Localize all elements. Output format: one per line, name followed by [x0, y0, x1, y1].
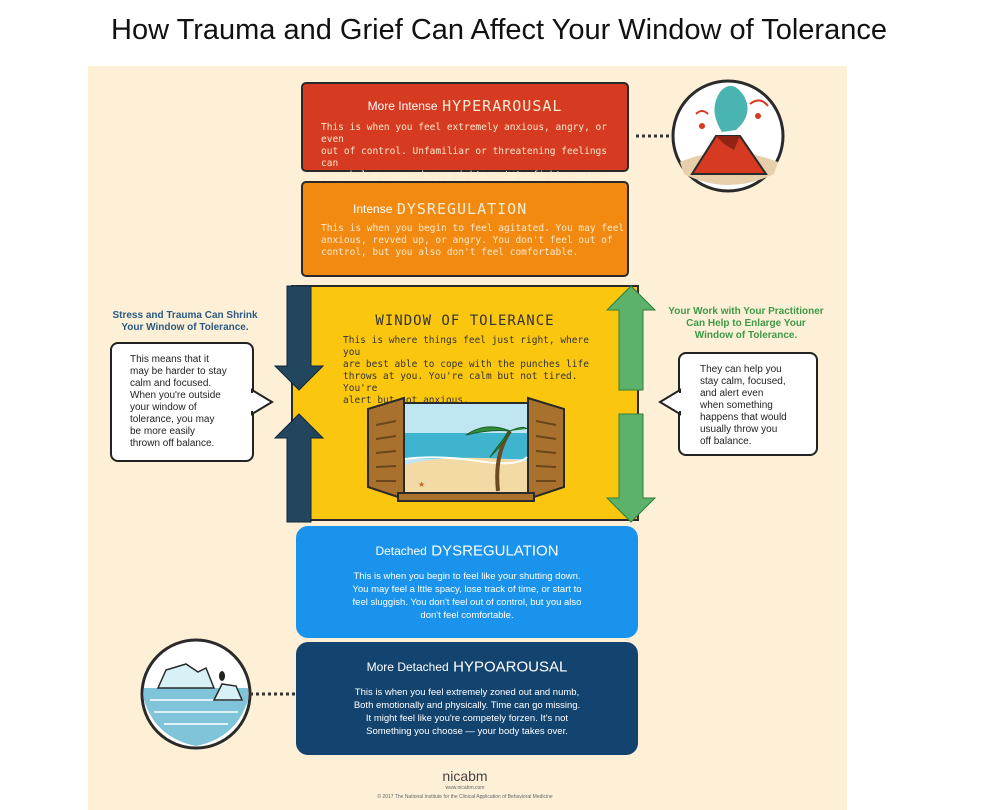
hypoarousal-line: This is when you feel extremely zoned ou…: [354, 687, 580, 698]
shrink-window-title-line: Stress and Trauma Can Shrink: [112, 310, 258, 321]
shrink-window-line: tolerance, you may: [130, 414, 215, 425]
detached-dysregulation-line: don't feel comfortable.: [420, 610, 514, 621]
intense-dysregulation-line: This is when you begin to feel agitated.…: [321, 223, 625, 234]
intense-dysregulation-prefix: Intense: [353, 202, 393, 216]
hyperarousal-box: More Intense HYPERAROUSAL This is when y…: [301, 82, 629, 193]
shrink-window-line: calm and focused.: [130, 378, 212, 389]
intense-dysregulation-description: This is when you begin to feel agitated.…: [321, 223, 624, 259]
hypoarousal-heading: More Detached HYPOAROUSAL: [296, 658, 638, 676]
shrink-window-line: thrown off balance.: [130, 438, 215, 449]
shrink-window-line: your window of: [130, 402, 197, 413]
hyperarousal-line: out of control. Unfamiliar or threatenin…: [321, 146, 607, 169]
open-window-beach-icon: ★: [367, 396, 565, 502]
window-line: throws at you. You're calm but not tired…: [343, 371, 578, 394]
shrink-window-line: may be harder to stay: [130, 366, 227, 377]
enlarge-window-line: happens that would: [700, 412, 787, 423]
intense-dysregulation-line: anxious, revved up, or angry. You don't …: [321, 235, 613, 246]
hypoarousal-label: HYPOAROUSAL: [453, 658, 568, 676]
window-of-tolerance-description: This is where things feel just right, wh…: [343, 335, 593, 407]
nicabm-logo: nicabm: [442, 768, 488, 784]
hypoarousal-line: It might feel like you're competely forz…: [365, 713, 569, 724]
enlarge-window-line: They can help you: [700, 364, 782, 375]
intense-dysregulation-heading: Intense DYSREGULATION: [303, 200, 627, 218]
enlarge-window-line: off balance.: [700, 436, 752, 447]
nicabm-url: www.nicabm.com: [445, 785, 485, 791]
enlarge-arrows-icon: [605, 285, 657, 523]
shrink-window-line: When you're outside: [130, 390, 221, 401]
svg-text:★: ★: [418, 480, 425, 489]
enlarge-window-text: They can help you stay calm, focused, an…: [700, 364, 787, 448]
window-line: This is where things feel just right, wh…: [343, 335, 589, 358]
hyperarousal-prefix: More Intense: [367, 99, 438, 113]
bubble-pointer-icon: [658, 388, 683, 416]
hypoarousal-line: Something you choose — your body takes o…: [366, 726, 568, 737]
hypoarousal-box: More Detached HYPOAROUSAL This is when y…: [296, 642, 638, 755]
detached-dysregulation-box: Detached DYSREGULATION This is when you …: [296, 526, 638, 638]
iceberg-icon: [140, 638, 296, 750]
window-line: are best able to cope with the punches l…: [343, 359, 589, 370]
shrink-window-line: This means that it: [130, 354, 209, 365]
detached-dysregulation-prefix: Detached: [375, 543, 427, 558]
enlarge-window-title-line: Your Work with Your Practitioner: [668, 306, 824, 317]
detached-dysregulation-heading: Detached DYSREGULATION: [296, 542, 638, 560]
shrink-window-bubble: This means that it may be harder to stay…: [110, 342, 254, 462]
enlarge-window-line: usually throw you: [700, 424, 778, 435]
shrink-window-title: Stress and Trauma Can Shrink Your Window…: [100, 310, 270, 334]
volcano-icon: [636, 79, 785, 193]
intense-dysregulation-line: control, but you also don't feel comfort…: [321, 247, 579, 258]
enlarge-window-line: stay calm, focused,: [700, 376, 786, 387]
copyright-notice: © 2017 The National Institute for the Cl…: [377, 794, 553, 800]
hyperarousal-label: HYPERAROUSAL: [442, 97, 563, 115]
enlarge-window-bubble: They can help you stay calm, focused, an…: [678, 352, 818, 456]
detached-dysregulation-label: DYSREGULATION: [431, 542, 559, 560]
shrink-window-line: be more easily: [130, 426, 196, 437]
hypoarousal-description: This is when you feel extremely zoned ou…: [316, 686, 618, 738]
detached-dysregulation-line: This is when you begin to feel like your…: [353, 571, 581, 582]
page-title: How Trauma and Grief Can Affect Your Win…: [111, 14, 887, 46]
shrink-arrows-icon: [273, 285, 325, 523]
detached-dysregulation-line: feel sluggish. You don't feel out of con…: [352, 597, 582, 608]
hyperarousal-line: This is when you feel extremely anxious,…: [321, 122, 607, 145]
detached-dysregulation-line: You may feel a lttle spacy, lose track o…: [352, 584, 582, 595]
shrink-window-text: This means that it may be harder to stay…: [130, 354, 227, 450]
window-of-tolerance-label: WINDOW OF TOLERANCE: [375, 313, 555, 329]
detached-dysregulation-description: This is when you begin to feel like your…: [316, 570, 618, 622]
enlarge-window-line: and alert even: [700, 388, 764, 399]
intense-dysregulation-box: Intense DYSREGULATION This is when you b…: [301, 181, 629, 277]
enlarge-window-line: when something: [700, 400, 773, 411]
enlarge-window-title-line: Window of Tolerance.: [694, 330, 798, 341]
bubble-pointer-icon: [249, 388, 274, 416]
hypoarousal-line: Both emotionally and physically. Time ca…: [353, 700, 581, 711]
enlarge-window-title-line: Can Help to Enlarge Your: [686, 318, 806, 329]
shrink-window-title-line: Your Window of Tolerance.: [121, 322, 249, 333]
window-line: alert but not anxious.: [343, 395, 469, 406]
hyperarousal-heading: More Intense HYPERAROUSAL: [303, 97, 627, 115]
intense-dysregulation-label: DYSREGULATION: [396, 200, 528, 218]
hypoarousal-prefix: More Detached: [366, 659, 449, 674]
enlarge-window-title: Your Work with Your Practitioner Can Hel…: [656, 306, 836, 342]
